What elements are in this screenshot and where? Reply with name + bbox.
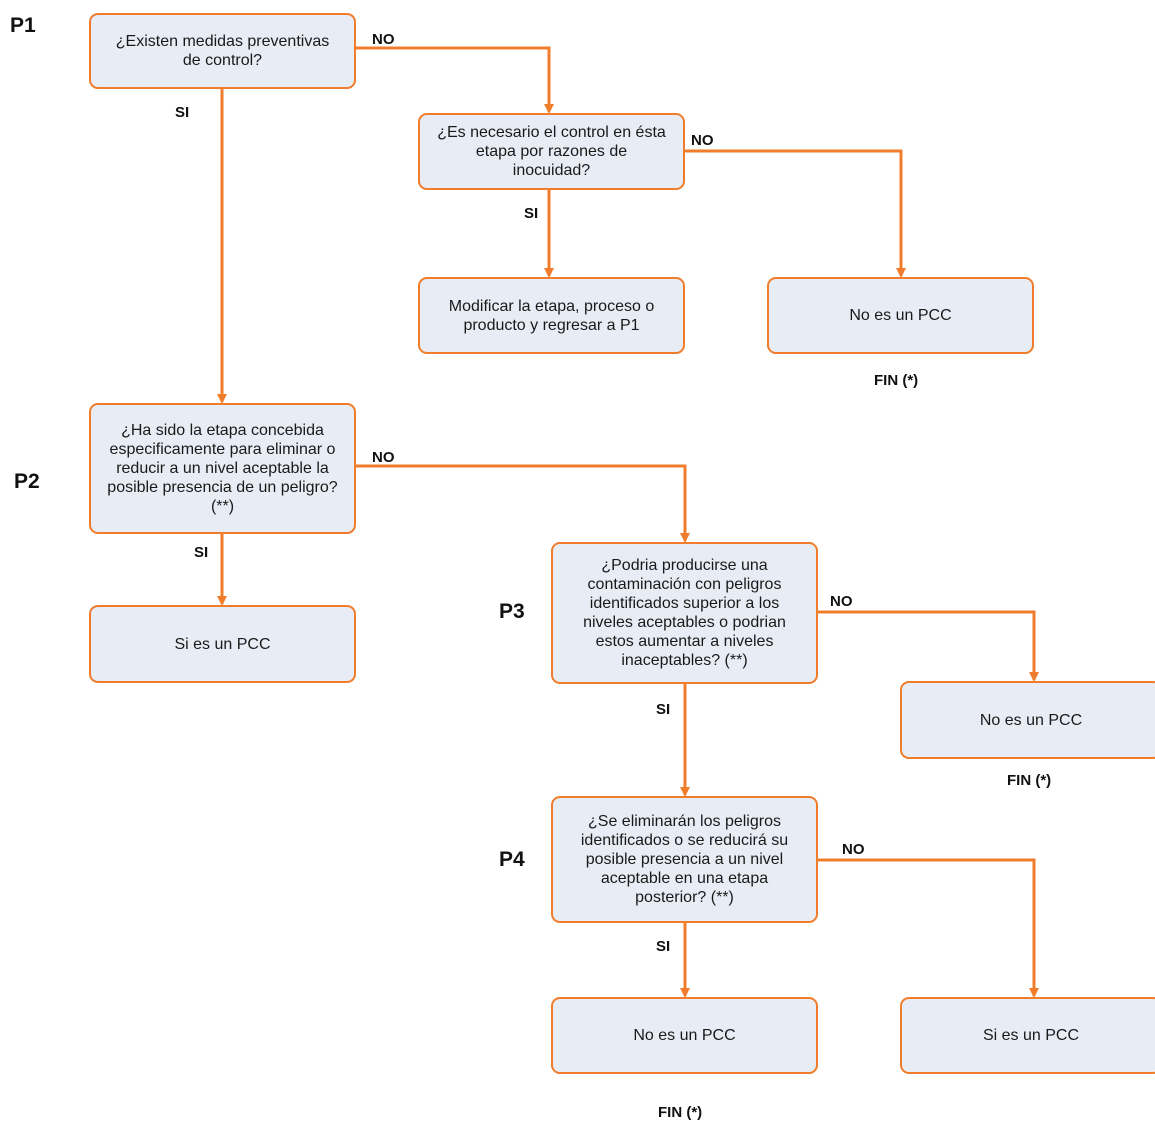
question-p1b-box: ¿Es necesario el control en ésta etapa p… xyxy=(418,113,685,190)
question-p1b-text: ¿Es necesario el control en ésta etapa p… xyxy=(437,124,666,179)
branch-label-p1b-si: SI xyxy=(524,205,539,222)
branch-label-p1-si: SI xyxy=(175,104,190,121)
modify-step-text: Modificar la etapa, proceso o producto y… xyxy=(448,297,655,334)
result-si-pcc-1: Si es un PCC xyxy=(89,605,356,683)
arrow-p1-no xyxy=(356,46,554,114)
question-p1-text: ¿Existen medidas preventivas de control? xyxy=(115,33,330,69)
end-label-3: FIN (*) xyxy=(658,1104,703,1121)
branch-label-p3-si: SI xyxy=(656,701,671,718)
modify-step-box: Modificar la etapa, proceso o producto y… xyxy=(418,277,685,354)
arrow-p4-no xyxy=(818,858,1039,998)
branch-label-p4-si: SI xyxy=(656,938,671,955)
label-p3: P3 xyxy=(499,600,525,623)
end-label-2: FIN (*) xyxy=(1007,772,1052,789)
result-si-pcc-1-text: Si es un PCC xyxy=(174,635,271,653)
arrow-p2-no xyxy=(356,464,690,543)
label-p2: P2 xyxy=(14,470,40,493)
question-p3-text: ¿Podria producirse una contaminación con… xyxy=(583,557,786,669)
end-label-1: FIN (*) xyxy=(874,372,919,389)
branch-label-p2-no: NO xyxy=(372,449,395,466)
result-no-pcc-2-text: No es un PCC xyxy=(979,711,1083,729)
label-p1: P1 xyxy=(10,14,36,37)
arrow-p3-no xyxy=(818,610,1039,682)
arrow-p1b-no xyxy=(685,149,906,278)
label-p4: P4 xyxy=(499,848,525,871)
question-p1-box: ¿Existen medidas preventivas de control? xyxy=(89,13,356,89)
question-p4-text: ¿Se eliminarán los peligros identificado… xyxy=(580,813,789,906)
branch-label-p1b-no: NO xyxy=(691,132,714,149)
result-no-pcc-2: No es un PCC xyxy=(900,681,1155,759)
branch-label-p4-no: NO xyxy=(842,841,865,858)
question-p2-text: ¿Ha sido la etapa concebida especificame… xyxy=(107,422,338,515)
result-no-pcc-1-text: No es un PCC xyxy=(849,307,952,324)
result-si-pcc-2-text: Si es un PCC xyxy=(982,1027,1080,1044)
result-no-pcc-3: No es un PCC xyxy=(551,997,818,1074)
branch-label-p1-no: NO xyxy=(372,31,395,48)
branch-label-p2-si: SI xyxy=(194,544,209,561)
question-p4-box: ¿Se eliminarán los peligros identificado… xyxy=(551,796,818,923)
branch-label-p3-no: NO xyxy=(830,593,853,610)
result-no-pcc-3-text: No es un PCC xyxy=(633,1027,736,1044)
question-p3-box: ¿Podria producirse una contaminación con… xyxy=(551,542,818,684)
result-si-pcc-2: Si es un PCC xyxy=(900,997,1155,1074)
result-no-pcc-1: No es un PCC xyxy=(767,277,1034,354)
question-p2-box: ¿Ha sido la etapa concebida especificame… xyxy=(89,403,356,534)
